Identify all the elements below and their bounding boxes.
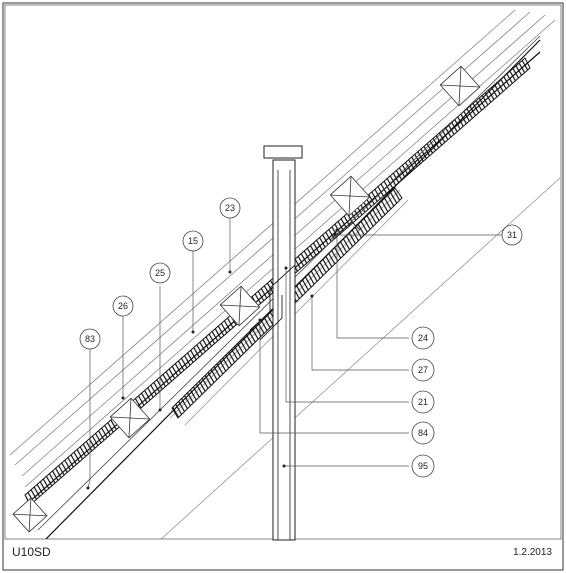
svg-text:84: 84 xyxy=(418,428,428,438)
vent-pipe xyxy=(263,145,303,541)
svg-text:24: 24 xyxy=(418,333,428,343)
svg-text:27: 27 xyxy=(418,365,428,375)
callout-83: 83 xyxy=(79,328,101,350)
callout-31: 31 xyxy=(501,224,523,246)
svg-text:25: 25 xyxy=(155,268,165,278)
svg-text:21: 21 xyxy=(418,397,428,407)
svg-text:26: 26 xyxy=(118,301,128,311)
leader-dots xyxy=(86,228,339,490)
svg-text:15: 15 xyxy=(188,236,198,246)
drawing-date: 1.2.2013 xyxy=(513,547,552,558)
leader-lines xyxy=(87,217,502,489)
callout-25: 25 xyxy=(149,262,171,284)
callout-24: 24 xyxy=(411,326,435,350)
drawing-code: U10SD xyxy=(12,545,51,559)
svg-text:23: 23 xyxy=(225,203,235,213)
callout-23: 23 xyxy=(219,197,241,219)
callout-27: 27 xyxy=(411,358,435,382)
svg-text:83: 83 xyxy=(85,334,95,344)
svg-text:95: 95 xyxy=(418,461,428,471)
callout-26: 26 xyxy=(112,295,134,317)
callout-95: 95 xyxy=(411,454,435,478)
callout-84: 84 xyxy=(411,421,435,445)
svg-text:31: 31 xyxy=(507,230,517,240)
battens xyxy=(12,65,481,533)
callout-21: 21 xyxy=(411,390,435,414)
callout-15: 15 xyxy=(182,230,204,252)
